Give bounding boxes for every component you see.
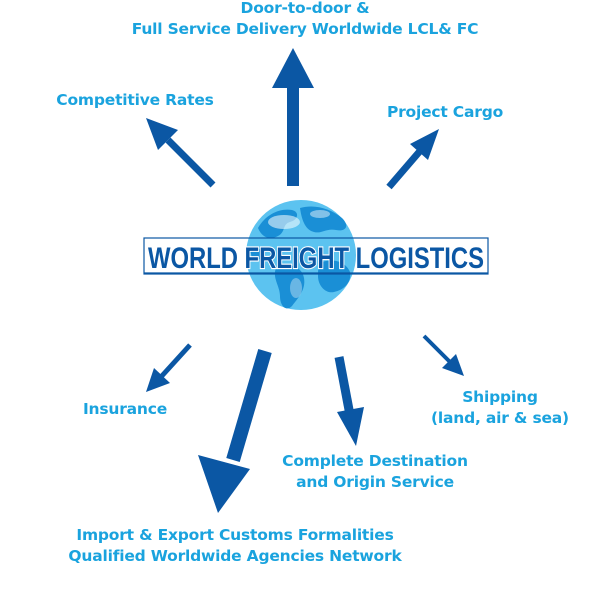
- label-customs-agencies-line1: Import & Export Customs Formalities: [76, 526, 394, 544]
- logo-frame: [143, 237, 489, 275]
- label-door-to-door-line2: Full Service Delivery Worldwide LCL& FC: [131, 20, 479, 38]
- arrow-up-right: [386, 129, 439, 190]
- label-destination-origin-line2: and Origin Service: [296, 473, 454, 491]
- logo-text: WORLD FREIGHT LOGISTICS: [148, 242, 484, 275]
- label-shipping: Shipping (land, air & sea): [420, 387, 580, 429]
- arrow-down-right: [422, 334, 464, 376]
- label-customs-agencies: Import & Export Customs Formalities Qual…: [40, 525, 430, 567]
- arrow-down-left-small: [146, 343, 192, 392]
- arrow-up: [272, 48, 314, 186]
- globe-icon: [246, 200, 356, 310]
- label-insurance-text: Insurance: [82, 400, 168, 418]
- label-door-to-door-line1: Door-to-door &: [240, 0, 370, 17]
- label-destination-origin-line1: Complete Destination: [282, 452, 468, 470]
- label-destination-origin: Complete Destination and Origin Service: [265, 451, 485, 493]
- label-door-to-door: Door-to-door & Full Service Delivery Wor…: [110, 0, 500, 40]
- arrow-down-middle: [334, 356, 364, 446]
- label-insurance: Insurance: [70, 399, 180, 420]
- arrow-up-left: [146, 118, 216, 188]
- label-shipping-line2: (land, air & sea): [431, 409, 569, 427]
- label-shipping-line1: Shipping: [462, 388, 538, 406]
- label-project-cargo-text: Project Cargo: [386, 103, 504, 121]
- label-project-cargo: Project Cargo: [375, 102, 515, 123]
- label-customs-agencies-line2: Qualified Worldwide Agencies Network: [68, 547, 402, 565]
- label-competitive-rates: Competitive Rates: [40, 90, 230, 111]
- arrow-down-large: [198, 349, 272, 513]
- label-competitive-rates-text: Competitive Rates: [56, 91, 214, 109]
